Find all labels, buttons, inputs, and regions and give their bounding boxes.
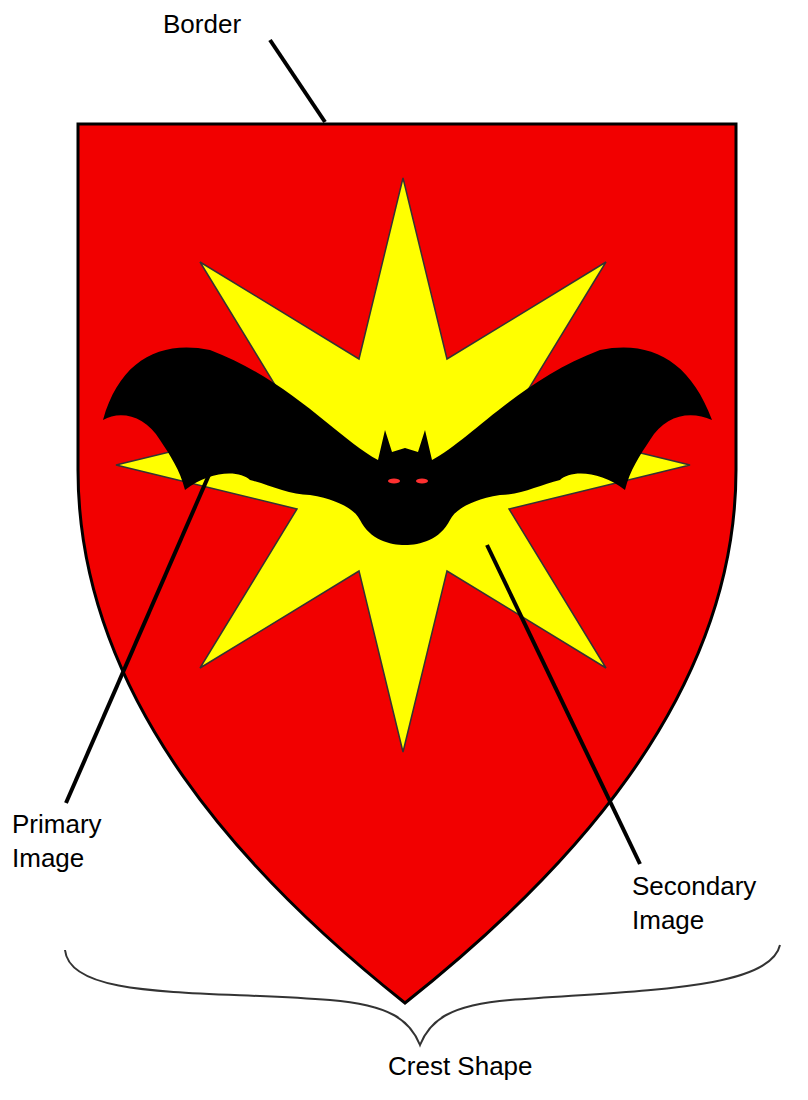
part-label: Secondary Image — [632, 870, 797, 938]
part-label: Primary Image — [12, 808, 142, 876]
part-label: Border — [163, 8, 363, 42]
part-label: Crest Shape — [388, 1050, 608, 1084]
bat-image — [103, 348, 712, 545]
leader-line — [487, 545, 640, 864]
leader-line — [66, 445, 222, 803]
bat-eye — [388, 479, 400, 484]
bat-eye — [416, 479, 428, 484]
leader-line — [270, 40, 325, 122]
brace — [65, 945, 780, 1045]
